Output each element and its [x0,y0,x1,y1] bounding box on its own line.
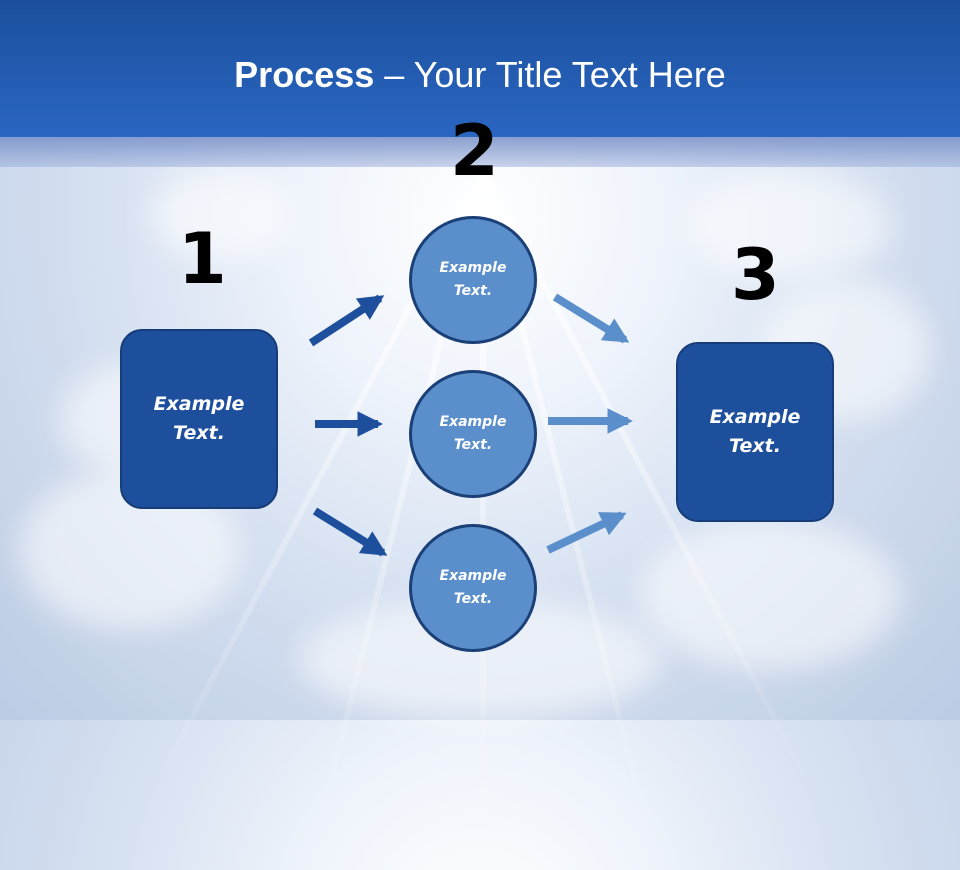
arrow-left-to-top [308,294,385,347]
step-number-3: 3 [731,234,780,316]
step-number-1: 1 [178,218,227,300]
right-box-text: Example Text. [709,406,801,457]
right-process-box: Example Text. [676,342,834,522]
arrow-top-to-right [552,293,630,344]
circle-top-text: Example Text. [439,260,507,299]
circle-bottom: Example Text. [409,524,537,652]
circle-top: Example Text. [409,216,537,344]
circle-middle-text: Example Text. [439,414,507,453]
step-number-2: 2 [450,110,499,192]
slide-title: Process – Your Title Text Here [0,54,960,96]
title-bar [0,0,960,137]
arrow-bottom-to-right [546,511,627,554]
title-underband [0,137,960,167]
circle-middle: Example Text. [409,370,537,498]
left-box-text: Example Text. [153,393,245,444]
arrow-left-to-bottom [312,507,388,557]
flow-arrows [308,293,634,557]
title-bold: Process [234,54,375,95]
circle-bottom-text: Example Text. [439,568,507,607]
left-process-box: Example Text. [120,329,278,509]
title-rest: – Your Title Text Here [374,54,726,95]
